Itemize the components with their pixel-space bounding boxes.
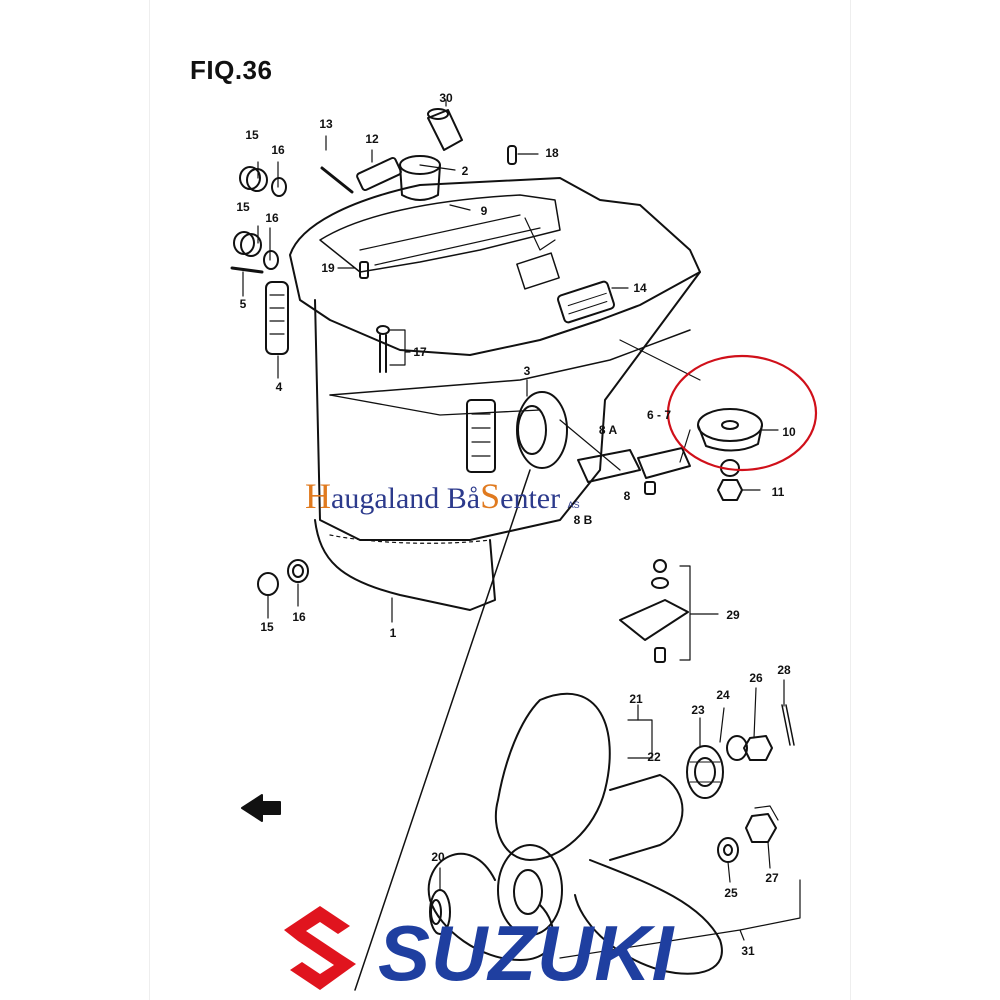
- part-label-4: 4: [275, 380, 283, 394]
- part-label-12: 12: [365, 132, 379, 146]
- watermark-initial-h: H: [305, 476, 331, 516]
- part-label-3: 3: [523, 364, 531, 378]
- leader-lines: [242, 99, 801, 959]
- part-label-16-mid: 16: [265, 211, 279, 225]
- top-inner-parts: [359, 261, 369, 279]
- dealer-watermark: Haugaland BåSenter AS: [305, 478, 580, 523]
- plug-washer-stack-left: [230, 166, 287, 274]
- part-label-17: 17: [413, 345, 427, 359]
- part-label-10: 10: [782, 425, 796, 439]
- part-10: [697, 408, 763, 477]
- bracket-parts: [320, 156, 402, 194]
- part-label-18: 18: [545, 146, 559, 160]
- bearing-part: [399, 155, 441, 201]
- part-label-6-7: 6 - 7: [646, 408, 672, 422]
- watermark-word-haugaland: augaland: [331, 482, 440, 515]
- upper-housing: [289, 177, 701, 356]
- part-label-30: 30: [439, 91, 453, 105]
- part-label-29: 29: [726, 608, 740, 622]
- trim-plates: [577, 447, 691, 495]
- part-label-16-top: 16: [271, 143, 285, 157]
- anode-left: [265, 281, 289, 355]
- watermark-word-senter: enter: [500, 482, 561, 515]
- part-label-26: 26: [749, 671, 763, 685]
- part-label-20: 20: [431, 850, 445, 864]
- direction-arrow-icon: [241, 794, 281, 822]
- bracket-part-29: [619, 559, 689, 663]
- part-label-22: 22: [647, 750, 661, 764]
- propeller: [427, 692, 723, 975]
- water-intake-grille: [556, 280, 616, 324]
- suzuki-s-logo-icon: [284, 906, 356, 990]
- part-label-8b: 8 B: [573, 513, 593, 527]
- seal-and-center-anode: [466, 391, 568, 473]
- part-label-14: 14: [633, 281, 647, 295]
- part-label-19: 19: [321, 261, 335, 275]
- bolt-part: [376, 325, 390, 373]
- plug-part: [427, 108, 463, 151]
- brand-wordmark: SUZUKI: [378, 909, 675, 997]
- highlight-circle: [666, 354, 818, 472]
- part-label-25: 25: [724, 886, 738, 900]
- part-label-21: 21: [629, 692, 643, 706]
- part-label-9: 9: [480, 204, 488, 218]
- part-label-16-low: 16: [292, 610, 306, 624]
- part-label-13: 13: [319, 117, 333, 131]
- watermark-word-baat: Bå: [446, 482, 481, 515]
- watermark-suffix: AS: [567, 500, 580, 510]
- part-label-24: 24: [716, 688, 730, 702]
- part-label-2: 2: [461, 164, 469, 178]
- nut-part-11: [717, 479, 743, 501]
- pin-part: [507, 145, 517, 165]
- part-label-15-mid: 15: [236, 200, 250, 214]
- part-label-15-low: 15: [260, 620, 274, 634]
- part-label-31: 31: [741, 944, 755, 958]
- part-label-8a: 8 A: [598, 423, 618, 437]
- part-label-15-top: 15: [245, 128, 259, 142]
- gearcase-body: [314, 271, 701, 611]
- part-label-8: 8: [623, 489, 631, 503]
- part-label-5: 5: [239, 297, 247, 311]
- part-label-28: 28: [777, 663, 791, 677]
- figure-title: FIQ.36: [190, 55, 273, 85]
- watermark-initial-s: S: [480, 476, 501, 516]
- propeller-hub-group: [686, 704, 795, 863]
- part-label-11: 11: [771, 485, 785, 499]
- part-label-23: 23: [691, 703, 705, 717]
- plug-washer-stack-lower: [257, 559, 309, 596]
- part-label-27: 27: [765, 871, 779, 885]
- part-label-1: 1: [389, 626, 397, 640]
- shaft-lines: [354, 339, 701, 991]
